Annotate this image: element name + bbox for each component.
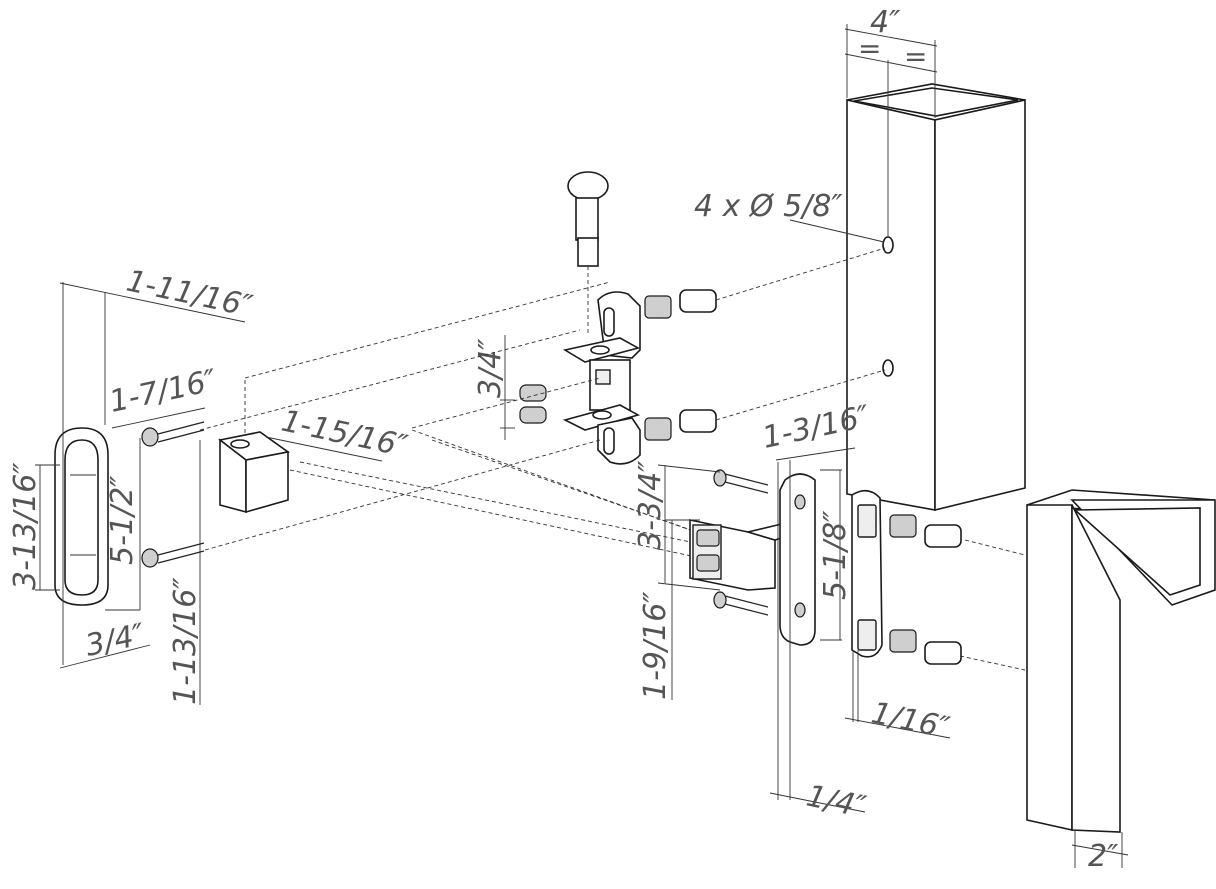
end-cap (54, 427, 109, 606)
anchor-lower (644, 369, 886, 441)
plate-height-label: 5-1/8″ (818, 510, 853, 600)
gate-tube (1026, 489, 1216, 868)
left-dimensions (35, 282, 246, 705)
post-tube (846, 83, 1026, 512)
post-hole-upper (882, 236, 894, 254)
cap-screw-lower (141, 542, 205, 568)
upper-bracket (562, 291, 641, 465)
plate-bolt-upper (713, 469, 769, 494)
screw-spacing-label: 5-1/2″ (105, 475, 140, 565)
gate-anchor-lower (889, 629, 962, 665)
body-height-label: 1-13/16″ (168, 577, 203, 705)
cap-depth-label: 3/4″ (82, 617, 148, 664)
gate-anchor-upper (889, 514, 962, 548)
post-width-dimension (844, 24, 938, 238)
anchor-upper (644, 247, 886, 319)
lower-dimensions (657, 464, 842, 700)
body-width-label: 1-15/16″ (278, 404, 411, 465)
post-width-label: 4″ (870, 5, 901, 40)
pin-offset-label: 1-7/16″ (106, 363, 220, 420)
bolt-spacing-label: 3/4″ (473, 338, 508, 398)
hinge-body (218, 431, 383, 514)
post-hole-lower (882, 359, 894, 377)
spacer-plate (844, 489, 951, 739)
plate-offset-label: 3-3/4″ (633, 460, 668, 550)
cap-height-label: 3-13/16″ (8, 462, 43, 590)
hinge-pin (567, 171, 609, 335)
gate-plate (769, 447, 866, 813)
equal-right-label: = (904, 40, 927, 73)
cap-screw-upper (141, 421, 205, 447)
gate-width-label: 2″ (1088, 839, 1119, 874)
lower-height-label: 1-9/16″ (638, 591, 673, 700)
holes-label: 4 x Ø 5/8″ (694, 189, 843, 224)
plate-thickness-label: 1/4″ (803, 779, 869, 826)
top-width-label: 1-11/16″ (123, 264, 256, 325)
bracket-bolts (500, 335, 547, 440)
spacer-label: 1/16″ (868, 696, 953, 747)
plate-bolt-lower (713, 591, 769, 616)
equal-left-label: = (858, 32, 881, 65)
